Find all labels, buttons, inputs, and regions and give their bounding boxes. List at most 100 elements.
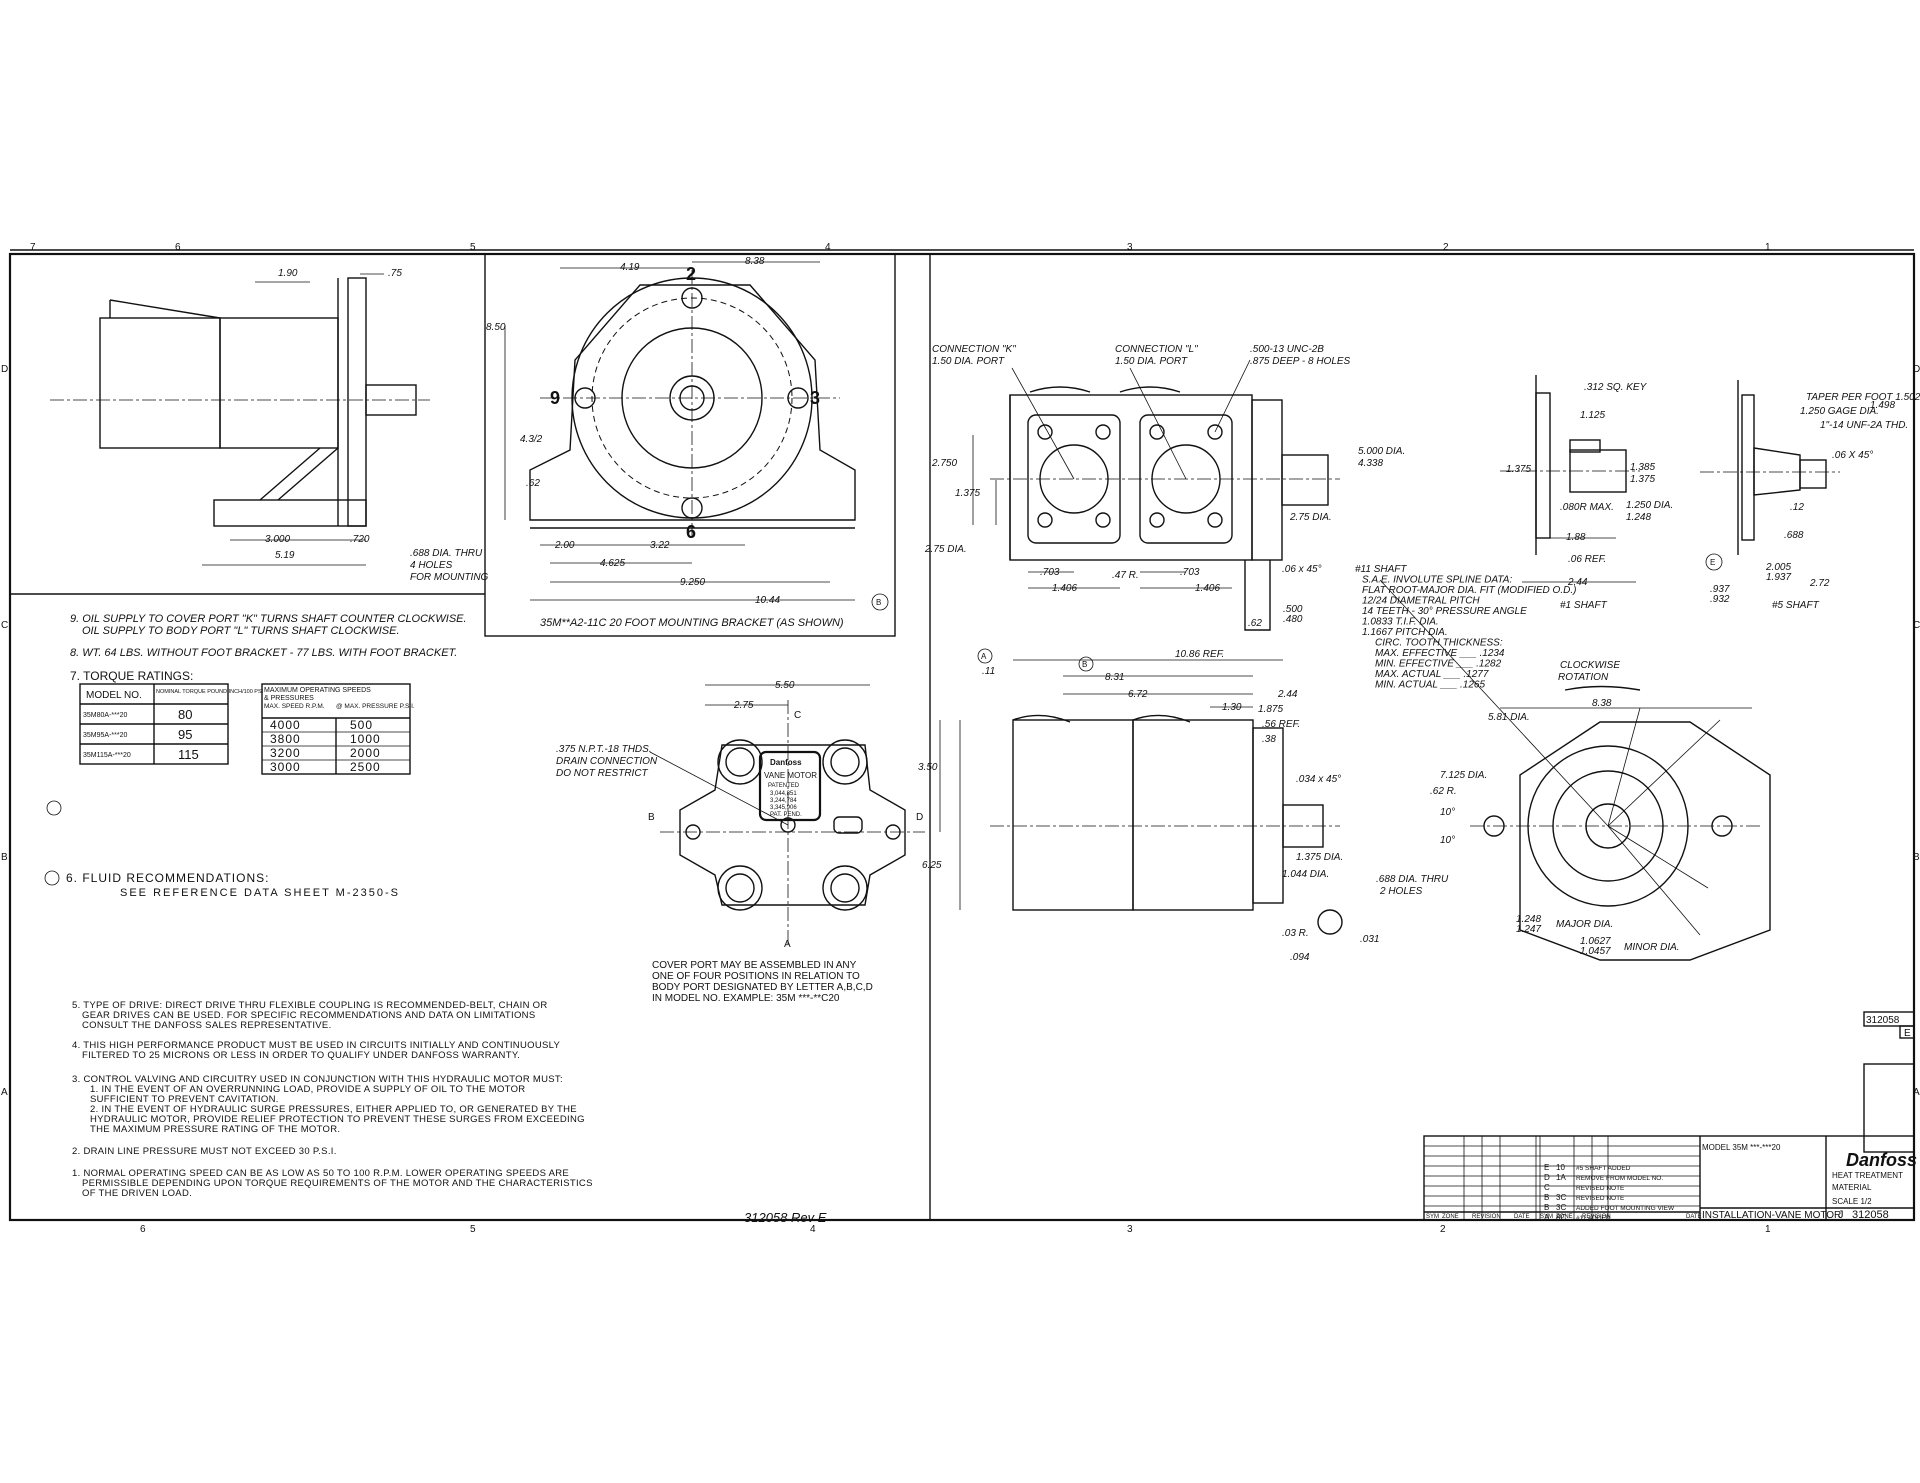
note-4: 4. THIS HIGH PERFORMANCE PRODUCT MUST BE… xyxy=(72,1040,560,1051)
port-letter: C xyxy=(794,710,801,721)
dim-label: .12 xyxy=(1790,502,1804,513)
dim-label: .094 xyxy=(1290,952,1310,963)
dim-label: .500 xyxy=(1283,604,1303,615)
dim-label: 1.248 xyxy=(1626,512,1651,523)
revision-sym: B xyxy=(1544,1203,1549,1212)
zone-letter: A xyxy=(1913,1087,1920,1098)
connection-label: CONNECTION "K" xyxy=(932,344,1016,355)
note-5: 5. TYPE OF DRIVE: DIRECT DRIVE THRU FLEX… xyxy=(72,1000,548,1011)
shaft-detail-5: TAPER PER FOOT 1.502 1.498 1.250 GAGE DI… xyxy=(1700,380,1920,611)
zone-mark: B xyxy=(876,598,881,607)
dim-label: 4.19 xyxy=(620,262,640,273)
dim-label: 8.50 xyxy=(486,322,506,333)
revision-footer: DATE xyxy=(1686,1214,1702,1220)
dim-label: 2.72 xyxy=(1809,578,1830,589)
zone-number: 1 xyxy=(1765,242,1771,253)
dim-label: .480 xyxy=(1283,614,1303,625)
note-line: FOR MOUNTING xyxy=(410,572,489,583)
nameplate-line: 3,244,784 xyxy=(770,798,797,804)
zone-number: 1 xyxy=(1765,1224,1771,1235)
zone-letter: C xyxy=(1913,620,1920,631)
dim-label: 2.750 xyxy=(931,458,957,469)
dim-label: 1.937 xyxy=(1766,572,1791,583)
note-3: 2. IN THE EVENT OF HYDRAULIC SURGE PRESS… xyxy=(90,1104,577,1115)
port-number: 3 xyxy=(810,388,820,408)
note-4: FILTERED TO 25 MICRONS OR LESS IN ORDER … xyxy=(82,1050,520,1061)
table-cell: 1000 xyxy=(350,732,381,746)
dim-label: 2.44 xyxy=(1277,689,1298,700)
spline-note-line: 12/24 DIAMETRAL PITCH xyxy=(1362,596,1480,607)
revision-footer: REVISION xyxy=(1582,1214,1611,1220)
thread-note: .875 DEEP - 8 HOLES xyxy=(1250,356,1351,367)
dim-label: 4.3/2 xyxy=(520,434,543,445)
dim-label: .06 REF. xyxy=(1568,554,1606,565)
dim-label: 7.125 DIA. xyxy=(1440,770,1487,781)
revision-footer: REVISION xyxy=(1472,1214,1501,1220)
dim-label: .031 xyxy=(1360,934,1379,945)
nameplate-brand: Danfoss xyxy=(770,758,802,767)
dim-label: 10° xyxy=(1440,807,1455,818)
dim-label: .62 xyxy=(1248,618,1262,629)
revision-zone: 3C xyxy=(1556,1193,1566,1202)
heat-label: HEAT TREATMENT xyxy=(1832,1171,1903,1180)
dim-label: .703 xyxy=(1040,567,1060,578)
revision-sym: D xyxy=(1544,1173,1550,1182)
note-9: OIL SUPPLY TO BODY PORT "L" TURNS SHAFT … xyxy=(82,625,400,637)
drawing-number: 312058 xyxy=(1852,1209,1889,1221)
revision-zone: 1A xyxy=(1556,1173,1566,1182)
dim-label: .11 xyxy=(982,666,995,677)
zone-letter: B xyxy=(1,852,8,863)
note-3: HYDRAULIC MOTOR, PROVIDE RELIEF PROTECTI… xyxy=(90,1114,585,1125)
dim-label: 1.90 xyxy=(278,268,298,279)
table-cell: 35M95A-***20 xyxy=(83,732,127,739)
size-letter: J xyxy=(1838,1209,1844,1221)
dim-label: 1.375 xyxy=(1630,474,1655,485)
dim-label: .688 xyxy=(1784,530,1804,541)
table-header: MODEL NO. xyxy=(86,690,142,701)
port-number: 6 xyxy=(686,522,696,542)
revision-text: REVISED NOTE xyxy=(1576,1185,1625,1192)
table-header: NOMINAL TORQUE POUND INCH/100 PSI xyxy=(156,689,264,695)
side-tag-letter: E xyxy=(1904,1028,1911,1039)
title-block: INSTALLATION-VANE MOTOR J 312058 Danfoss… xyxy=(1423,1135,1917,1222)
note-9: 9. OIL SUPPLY TO COVER PORT "K" TURNS SH… xyxy=(70,613,467,625)
spline-note-line: 14 TEETH - 30° PRESSURE ANGLE xyxy=(1362,606,1527,617)
note-6: SEE REFERENCE DATA SHEET M-2350-S xyxy=(120,887,400,899)
notes: 9. OIL SUPPLY TO COVER PORT "K" TURNS SH… xyxy=(44,613,467,899)
material-label: MATERIAL xyxy=(1832,1183,1872,1192)
dim-label: .688 DIA. THRU xyxy=(1376,874,1449,885)
drawing-title: INSTALLATION-VANE MOTOR xyxy=(1702,1210,1841,1221)
dim-label: 1.406 xyxy=(1195,583,1220,594)
length-view: 10.86 REF. 8.31 6.72 1.30 2.44 1.875 .56… xyxy=(977,648,1379,963)
table-cell: 80 xyxy=(178,707,192,722)
table-title: MAXIMUM OPERATING SPEEDS xyxy=(264,687,371,694)
revision-zone: 10 xyxy=(1556,1163,1565,1172)
dim-label: .03 R. xyxy=(1282,928,1309,939)
side-view: 1.90 .75 3.000 .720 5.19 .688 DIA. THRU … xyxy=(50,268,489,583)
dim-label: 1.30 xyxy=(1222,702,1242,713)
speed-table: MAXIMUM OPERATING SPEEDS& PRESSURESMAX. … xyxy=(261,683,415,775)
spline-note-line: #11 SHAFT xyxy=(1355,564,1407,575)
dim-label: .932 xyxy=(1710,594,1730,605)
scale-label: SCALE 1/2 xyxy=(1832,1197,1872,1206)
dim-label: 1.250 DIA. xyxy=(1626,500,1673,511)
revision-text: #5 SHAFT ADDED xyxy=(1576,1165,1631,1172)
dim-label: 1.875 xyxy=(1258,704,1283,715)
port-letter: D xyxy=(916,812,923,823)
zone-number: 2 xyxy=(1440,1224,1446,1235)
table-cell: 500 xyxy=(350,718,373,732)
revision-text: ADDED FOOT MOUNTING VIEW xyxy=(1576,1205,1675,1212)
port-number: 9 xyxy=(550,388,560,408)
spline-note-line: MAX. EFFECTIVE ___ .1234 xyxy=(1375,648,1505,659)
thread-note: .500-13 UNC-2B xyxy=(1250,344,1324,355)
spline-note-line: FLAT ROOT-MAJOR DIA. FIT (MODIFIED O.D.) xyxy=(1362,585,1576,596)
dim-label: 1.248 xyxy=(1516,914,1541,925)
zone-letter: B xyxy=(1913,852,1920,863)
table-cell: 35M115A-***20 xyxy=(83,752,131,759)
dim-label: 4.625 xyxy=(600,558,625,569)
zone-letter: D xyxy=(1913,364,1920,375)
table-cell: 3200 xyxy=(270,746,301,760)
zone-number: 7 xyxy=(30,242,36,253)
